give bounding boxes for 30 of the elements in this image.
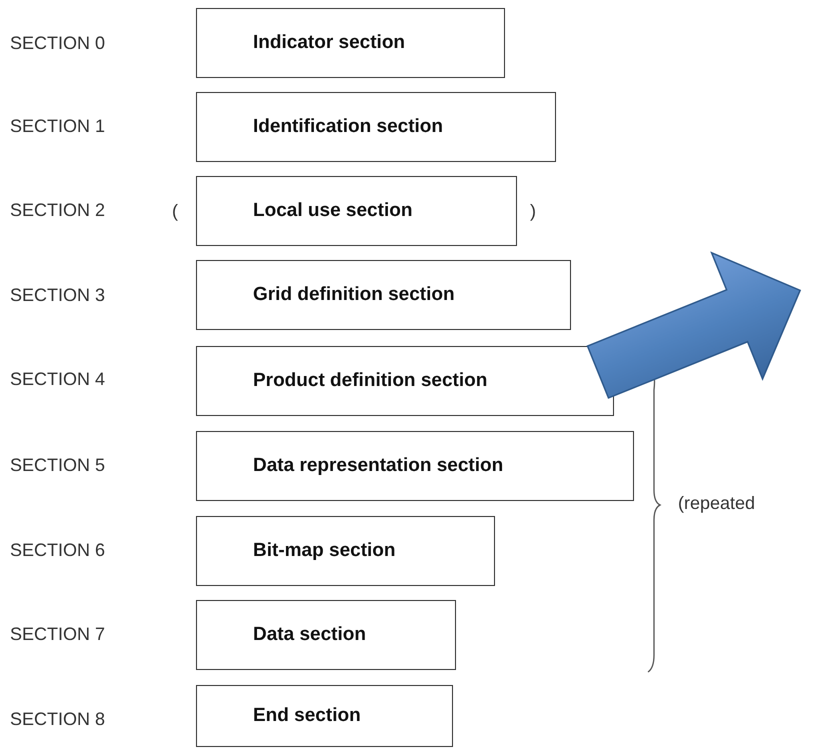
section-number: SECTION 8 bbox=[10, 710, 106, 728]
section-name: Grid definition section bbox=[253, 284, 455, 306]
section-name: Data representation section bbox=[253, 455, 504, 477]
section-name: End section bbox=[253, 705, 361, 727]
parenthesis: ) bbox=[530, 202, 536, 220]
note: (repeated bbox=[678, 494, 756, 512]
section-number: SECTION 6 bbox=[10, 541, 106, 559]
section-name: Identification section bbox=[253, 116, 444, 138]
section-number: SECTION 7 bbox=[10, 625, 106, 643]
section-box bbox=[196, 516, 495, 586]
section-number: SECTION 0 bbox=[10, 34, 106, 52]
section-name: Indicator section bbox=[253, 32, 406, 54]
section-number: SECTION 5 bbox=[10, 456, 106, 474]
section-box bbox=[196, 346, 614, 416]
section-name: Product definition section bbox=[253, 370, 488, 392]
parenthesis: ( bbox=[172, 202, 178, 220]
section-box bbox=[196, 600, 456, 670]
section-name: Bit-map section bbox=[253, 540, 396, 562]
section-number: SECTION 1 bbox=[10, 117, 106, 135]
section-box bbox=[196, 8, 505, 78]
section-number: SECTION 4 bbox=[10, 370, 106, 388]
section-box bbox=[196, 685, 453, 747]
section-box bbox=[196, 260, 571, 330]
section-number: SECTION 2 bbox=[10, 201, 106, 219]
section-box bbox=[196, 176, 517, 246]
section-name: Local use section bbox=[253, 200, 412, 222]
section-name: Data section bbox=[253, 624, 366, 646]
section-box bbox=[196, 431, 634, 501]
section-number: SECTION 3 bbox=[10, 286, 106, 304]
section-box bbox=[196, 92, 556, 162]
